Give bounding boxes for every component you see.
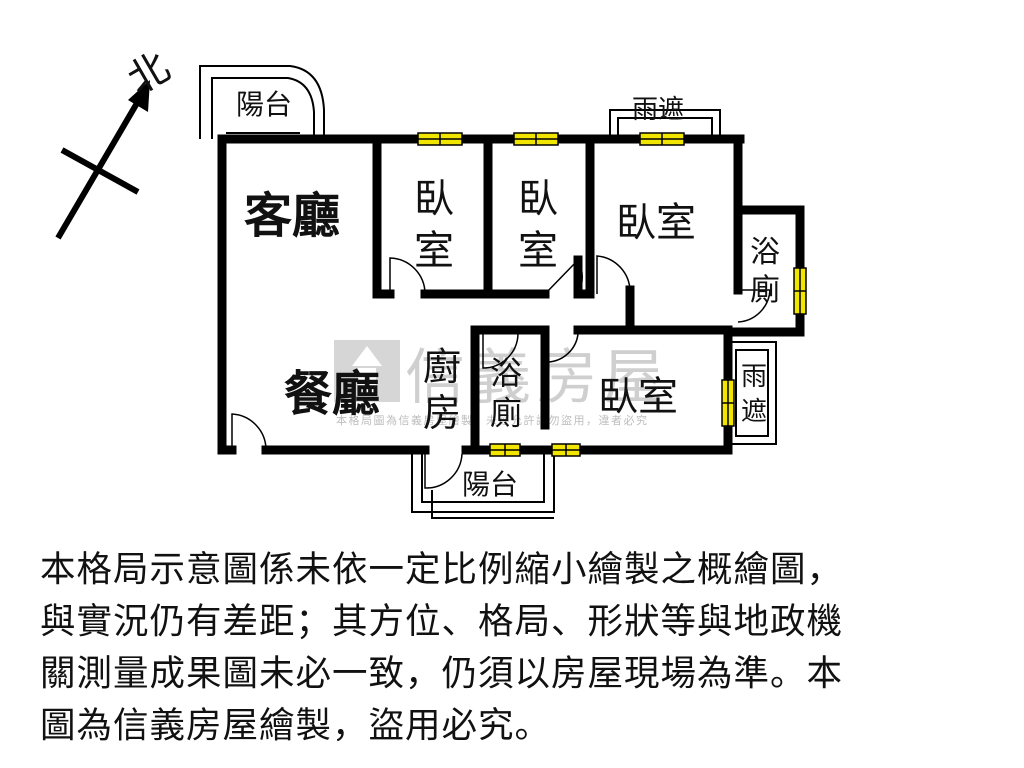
floor-plan: 信義房屋 本格局圖為信義房屋繪製，未經允許請勿盜用，違者必究 北	[55, 44, 807, 519]
window-icon	[793, 267, 807, 315]
balcony-bottom	[411, 450, 555, 519]
windows	[417, 132, 807, 457]
kitchen-label-2: 房	[423, 391, 461, 435]
canopy-right-label-2: 遮	[741, 397, 767, 427]
disclaimer-line-4: 圖為信義房屋繪製，盜用必究。	[40, 705, 552, 746]
north-arrow-icon	[55, 80, 150, 240]
balcony-bottom-label: 陽台	[462, 468, 518, 501]
disclaimer-line-2: 與實況仍有差距；其方位、格局、形狀等與地政機	[40, 601, 844, 642]
bedroom-3-label: 臥室	[616, 200, 696, 246]
compass-north-label: 北	[120, 44, 178, 104]
watermark-logo	[334, 340, 400, 402]
bedroom-1-label-1: 臥	[414, 176, 454, 222]
canopy-right-label-1: 雨	[741, 362, 767, 392]
doors	[231, 255, 771, 489]
bathroom-1-label-2: 廁	[750, 273, 780, 308]
bathroom-2-label-2: 廁	[490, 394, 522, 432]
watermark-brand: 信義房屋	[405, 343, 669, 413]
canopy-top-label: 雨遮	[632, 95, 684, 125]
bedroom-2-label-1: 臥	[518, 176, 558, 222]
window-icon	[489, 443, 521, 457]
living-room-label: 客廳	[244, 188, 340, 244]
bedroom-4-label: 臥室	[598, 374, 678, 420]
window-icon	[417, 132, 463, 146]
canopy-right	[727, 341, 777, 445]
window-icon	[721, 379, 735, 427]
disclaimer-text: 本格局示意圖係未依一定比例縮小繪製之概繪圖， 與實況仍有差距；其方位、格局、形狀…	[40, 544, 1000, 752]
bedroom-1-label-2: 室	[414, 228, 454, 274]
bathroom-2-label-1: 浴	[490, 354, 522, 392]
watermark-notice: 本格局圖為信義房屋繪製，未經允許請勿盜用，違者必究	[336, 413, 649, 427]
bathroom-1-label-1: 浴	[750, 235, 780, 270]
dining-room-label: 餐廳	[284, 366, 380, 422]
window-icon	[551, 443, 581, 457]
bedroom-2-label-2: 室	[518, 228, 558, 274]
balcony-top-label: 陽台	[236, 88, 292, 121]
disclaimer-line-1: 本格局示意圖係未依一定比例縮小繪製之概繪圖，	[40, 549, 844, 590]
window-icon	[513, 132, 559, 146]
kitchen-label-1: 廚	[423, 345, 461, 389]
balcony-top	[199, 65, 325, 139]
window-icon	[639, 132, 685, 146]
disclaimer-line-3: 關測量成果圖未必一致，仍須以房屋現場為準。本	[40, 653, 844, 694]
